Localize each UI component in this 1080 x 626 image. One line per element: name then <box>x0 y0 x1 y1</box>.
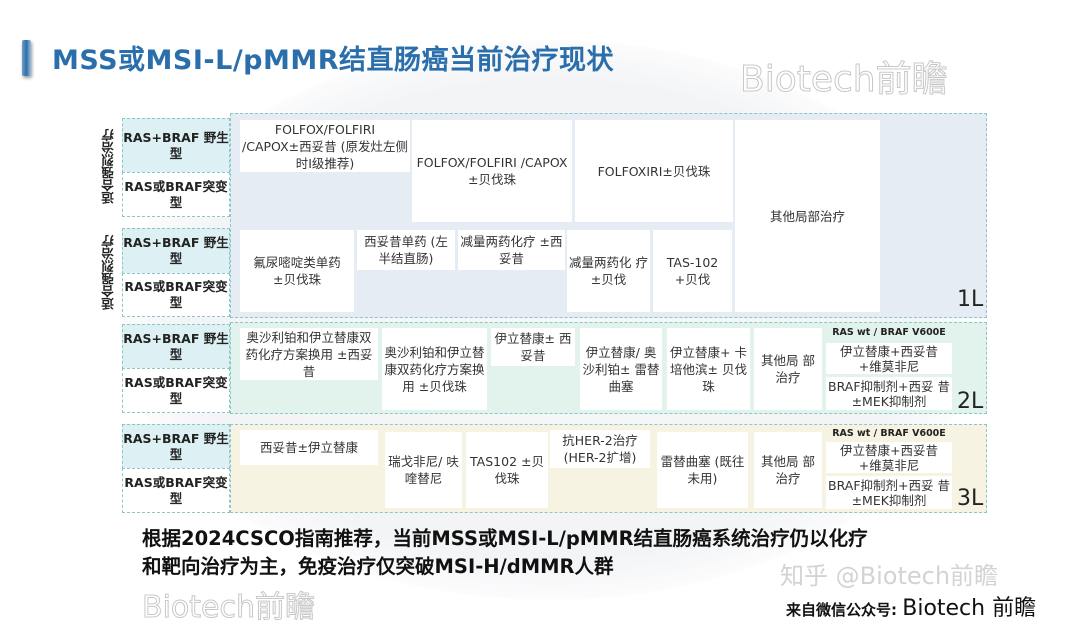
summary-line: 和靶向治疗为主，免疫治疗仅突破MSI-H/dMMR人群 <box>142 555 614 578</box>
treatment-cell: 抗HER-2治疗 (HER-2扩增) <box>550 430 650 468</box>
watermark: Biotech前瞻 <box>740 59 949 101</box>
line-label-2L: 2L <box>957 389 984 414</box>
zhihu-watermark: 知乎 @Biotech前瞻 <box>780 562 999 590</box>
treatment-cell: FOLFOX/FOLFIRI /CAPOX ±贝伐珠 <box>412 120 572 222</box>
source-credit: 来自微信公众号: Biotech 前瞻 <box>786 590 1036 622</box>
treatment-cell: 其他局部治疗 <box>735 120 880 312</box>
treatment-cell: BRAF抑制剂+西妥 昔±MEK抑制剂 <box>826 377 952 410</box>
treatment-cell: 减量两药化 疗±贝伐 <box>567 230 650 312</box>
title-accent-bar <box>22 40 31 76</box>
source-prefix: 来自微信公众号: <box>786 601 897 619</box>
treatment-cell: 伊立替康/ 奥沙利铂± 雷替曲塞 <box>580 328 662 410</box>
treatment-cell: FOLFOX/FOLFIRI /CAPOX±西妥昔 (原发灶左侧时I级推荐) <box>240 120 410 172</box>
treatment-cell: 伊立替康+ 卡培他滨± 贝伐珠 <box>667 328 750 410</box>
side-label-intense: 适合强烈治疗 <box>101 129 116 205</box>
treatment-cell: 西妥昔单药 (左半结直肠) <box>357 230 455 270</box>
treatment-cell: 减量两药化疗 ±西妥昔 <box>458 230 565 270</box>
treatment-cell: 奥沙利铂和伊立替康双药化疗方案换用 ±贝伐珠 <box>382 328 487 410</box>
row-label-wild: RAS+BRAF 野生型 <box>122 228 230 274</box>
treatment-cell: 奥沙利铂和伊立替康双药化疗方案换用 ±西妥昔 <box>240 328 378 380</box>
watermark: Biotech前瞻 <box>142 590 316 626</box>
summary-line: 根据2024CSCO指南推荐，当前MSS或MSI-L/pMMR结直肠癌系统治疗仍… <box>142 527 868 550</box>
treatment-cell: 雷替曲塞 (既往未用) <box>657 432 748 508</box>
row-label-mutant: RAS或BRAF突变型 <box>122 273 230 317</box>
line-label-1L: 1L <box>957 287 984 312</box>
treatment-cell: 瑞戈非尼/ 呋喹替尼 <box>385 432 462 508</box>
source-name: Biotech 前瞻 <box>902 596 1037 621</box>
treatment-cell: 西妥昔±伊立替康 <box>240 430 378 465</box>
braf-subgroup-header: RAS wt / BRAF V600E <box>832 327 946 338</box>
treatment-cell: 其他局 部治疗 <box>754 432 822 508</box>
treatment-cell: TAS-102 +贝伐 <box>653 230 732 312</box>
treatment-cell: TAS102 ±贝伐珠 <box>466 432 548 508</box>
line-label-3L: 3L <box>957 486 984 511</box>
row-label-wild: RAS+BRAF 野生型 <box>122 424 230 469</box>
row-label-wild: RAS+BRAF 野生型 <box>122 118 230 173</box>
page-title: MSS或MSI-L/pMMR结直肠癌当前治疗现状 <box>52 45 615 76</box>
summary-text: 根据2024CSCO指南推荐，当前MSS或MSI-L/pMMR结直肠癌系统治疗仍… <box>142 525 868 581</box>
treatment-cell: 伊立替康+西妥昔 +维莫非尼 <box>826 442 952 473</box>
treatment-cell: BRAF抑制剂+西妥 昔±MEK抑制剂 <box>826 476 952 509</box>
treatment-cell: 氟尿嘧啶类单药 ±贝伐珠 <box>240 230 354 312</box>
row-label-mutant: RAS或BRAF突变型 <box>122 468 230 513</box>
treatment-cell: 其他局 部治疗 <box>754 328 822 410</box>
row-label-mutant: RAS或BRAF突变型 <box>122 368 230 413</box>
treatment-cell: 伊立替康+西妥昔 +维莫非尼 <box>826 343 952 374</box>
treatment-cell: 伊立替康± 西妥昔 <box>491 328 575 366</box>
treatment-cell: FOLFOXIRI±贝伐珠 <box>575 120 733 222</box>
side-label-non-intense: 适合强烈治疗 <box>101 235 116 311</box>
row-label-mutant: RAS或BRAF突变型 <box>122 172 230 217</box>
row-label-wild: RAS+BRAF 野生型 <box>122 324 230 369</box>
braf-subgroup-header: RAS wt / BRAF V600E <box>832 428 946 439</box>
